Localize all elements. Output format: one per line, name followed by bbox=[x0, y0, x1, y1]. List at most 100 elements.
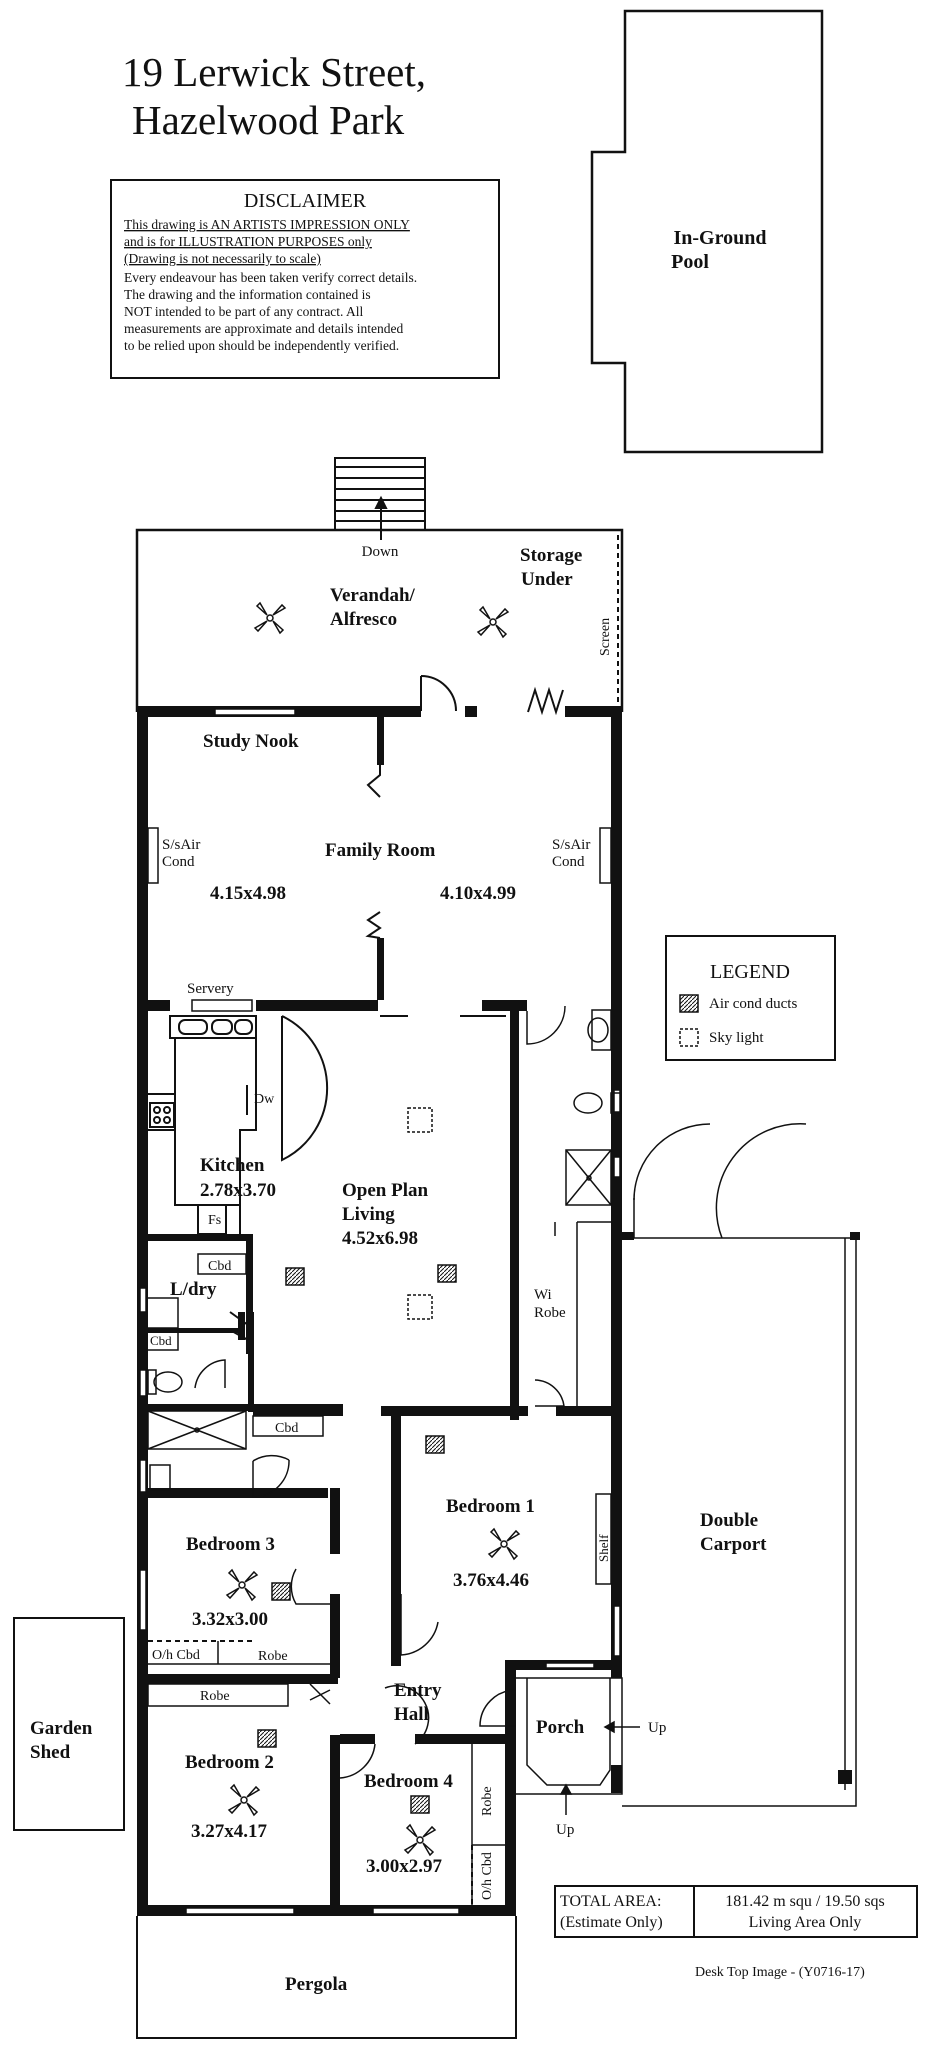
shelf bbox=[595, 1493, 612, 1585]
bedroom1-label: Bedroom 1 bbox=[446, 1496, 535, 1517]
front-door bbox=[479, 1689, 517, 1727]
disclaimer-line: NOT intended to be part of any contract.… bbox=[124, 304, 364, 319]
verandah-label: Verandah/ bbox=[330, 585, 416, 606]
air-cond-duct-icon bbox=[679, 994, 699, 1013]
legend-title: LEGEND bbox=[710, 961, 790, 983]
ac-label: S/sAir bbox=[552, 837, 590, 853]
carport-label: Double bbox=[700, 1510, 758, 1531]
ac-label: Cond bbox=[162, 854, 195, 870]
screen-label: Screen bbox=[598, 618, 613, 656]
laundry-fixtures bbox=[148, 1297, 179, 1351]
disclaimer-title: DISCLAIMER bbox=[244, 190, 367, 212]
bedroom3-label: Bedroom 3 bbox=[186, 1534, 275, 1555]
legend-item: Sky light bbox=[709, 1030, 764, 1046]
air-conditioner-unit bbox=[599, 827, 612, 884]
laundry-door bbox=[229, 1311, 249, 1341]
air-conditioner-unit bbox=[147, 827, 159, 884]
kitchen-label: Kitchen bbox=[200, 1155, 265, 1176]
toilet-icon bbox=[147, 1359, 226, 1395]
disclaimer-line: This drawing is AN ARTISTS IMPRESSION ON… bbox=[124, 217, 410, 232]
area-value: 181.42 m squ / 19.50 sqs bbox=[725, 1893, 885, 1910]
ceiling-fan-icon bbox=[477, 606, 509, 638]
bedroom2-robe-label: Robe bbox=[200, 1689, 230, 1704]
address-line1: 19 Lerwick Street, bbox=[122, 49, 426, 95]
area-label: (Estimate Only) bbox=[560, 1914, 663, 1931]
entry-hall-label: Entry bbox=[394, 1680, 442, 1701]
bedroom4-oh-cbd-label: O/h Cbd bbox=[480, 1852, 495, 1900]
servery-label: Servery bbox=[187, 981, 234, 997]
bedroom1-size: 3.76x4.46 bbox=[453, 1570, 529, 1591]
ceiling-fan-icon bbox=[488, 1528, 520, 1560]
pool-label: In-Ground bbox=[673, 227, 766, 249]
hall-cbd-label: Cbd bbox=[275, 1421, 298, 1436]
family-room-size: 4.15x4.98 bbox=[210, 883, 286, 904]
area-label: TOTAL AREA: bbox=[560, 1893, 661, 1910]
laundry-cupboard bbox=[197, 1253, 247, 1275]
legend-item: Air cond ducts bbox=[709, 996, 797, 1012]
family-partition bbox=[365, 765, 382, 939]
bedroom2-robe bbox=[147, 1683, 289, 1707]
laundry-side-cbd-label: Cbd bbox=[150, 1333, 172, 1348]
laundry-cbd-label: Cbd bbox=[208, 1259, 231, 1274]
living-label: Living bbox=[342, 1204, 395, 1225]
bedroom2-door bbox=[309, 1683, 331, 1705]
carport-outline bbox=[622, 1123, 857, 1807]
living-size: 4.52x6.98 bbox=[342, 1228, 418, 1249]
shed-label: Shed bbox=[30, 1742, 71, 1763]
area-value: Living Area Only bbox=[749, 1914, 862, 1931]
living-label: Open Plan bbox=[342, 1180, 428, 1201]
bedroom3-door bbox=[290, 1568, 330, 1605]
family-room-size: 4.10x4.99 bbox=[440, 883, 516, 904]
porch-up-label: Up bbox=[648, 1720, 666, 1736]
disclaimer-line: Every endeavour has been taken verify co… bbox=[124, 270, 417, 285]
disclaimer-line: measurements are approximate and details… bbox=[124, 321, 404, 336]
verandah-steps bbox=[334, 457, 426, 540]
carport-post bbox=[622, 1232, 634, 1240]
kitchen-size: 2.78x3.70 bbox=[200, 1180, 276, 1201]
shelf-label: Shelf bbox=[596, 1534, 611, 1562]
verandah-outline bbox=[135, 528, 624, 712]
disclaimer-line: to be relied upon should be independentl… bbox=[124, 338, 399, 353]
fridge-space-label: Fs bbox=[208, 1213, 221, 1228]
bedroom3-size: 3.32x3.00 bbox=[192, 1609, 268, 1630]
bedroom1-door bbox=[400, 1594, 439, 1656]
porch-posts bbox=[505, 1660, 622, 1793]
steps-down-label: Down bbox=[362, 544, 399, 560]
disclaimer-line: (Drawing is not necessarily to scale) bbox=[124, 251, 321, 266]
porch-up-arrow bbox=[559, 1720, 640, 1815]
bedroom3-robe-label: Robe bbox=[258, 1649, 288, 1664]
ceiling-fan-icon bbox=[254, 602, 286, 634]
interior-walls bbox=[148, 717, 622, 1915]
bedroom2-label: Bedroom 2 bbox=[185, 1752, 274, 1773]
area-box bbox=[554, 1885, 918, 1938]
pergola-outline bbox=[136, 1916, 517, 2039]
air-cond-duct-icon bbox=[257, 1264, 457, 1814]
wi-robe-label: Wi bbox=[534, 1287, 552, 1303]
bedroom3-oh-cbd-label: O/h Cbd bbox=[152, 1648, 200, 1663]
pool-label: Pool bbox=[671, 251, 709, 273]
wi-robe-label: Robe bbox=[534, 1305, 566, 1321]
entry-door bbox=[339, 1685, 430, 1779]
ceiling-fan-icon bbox=[228, 1784, 260, 1816]
bedroom2-size: 3.27x4.17 bbox=[191, 1821, 268, 1842]
ensuite-fixtures bbox=[526, 1005, 622, 1407]
hall-cupboard bbox=[252, 1415, 324, 1437]
bedroom4-size: 3.00x2.97 bbox=[366, 1856, 443, 1877]
storage-label: Storage bbox=[520, 545, 582, 566]
bathroom-fixtures bbox=[147, 1410, 290, 1498]
servery-opening bbox=[191, 999, 253, 1012]
address-line2: Hazelwood Park bbox=[132, 97, 405, 143]
pergola-label: Pergola bbox=[285, 1974, 348, 1995]
dishwasher-label: Dw bbox=[254, 1092, 275, 1107]
ac-label: Cond bbox=[552, 854, 585, 870]
pool-outline bbox=[590, 9, 824, 454]
garden-shed bbox=[13, 1617, 125, 1831]
footer-label: Desk Top Image - (Y0716-17) bbox=[695, 1965, 865, 1980]
entry-hall-label: Hall bbox=[394, 1704, 429, 1725]
ceiling-fan-icon bbox=[404, 1824, 436, 1856]
porch-up-label: Up bbox=[556, 1822, 574, 1838]
disclaimer-box bbox=[110, 179, 500, 379]
carport-post bbox=[838, 1770, 852, 1784]
sky-light-icon bbox=[679, 1028, 699, 1047]
